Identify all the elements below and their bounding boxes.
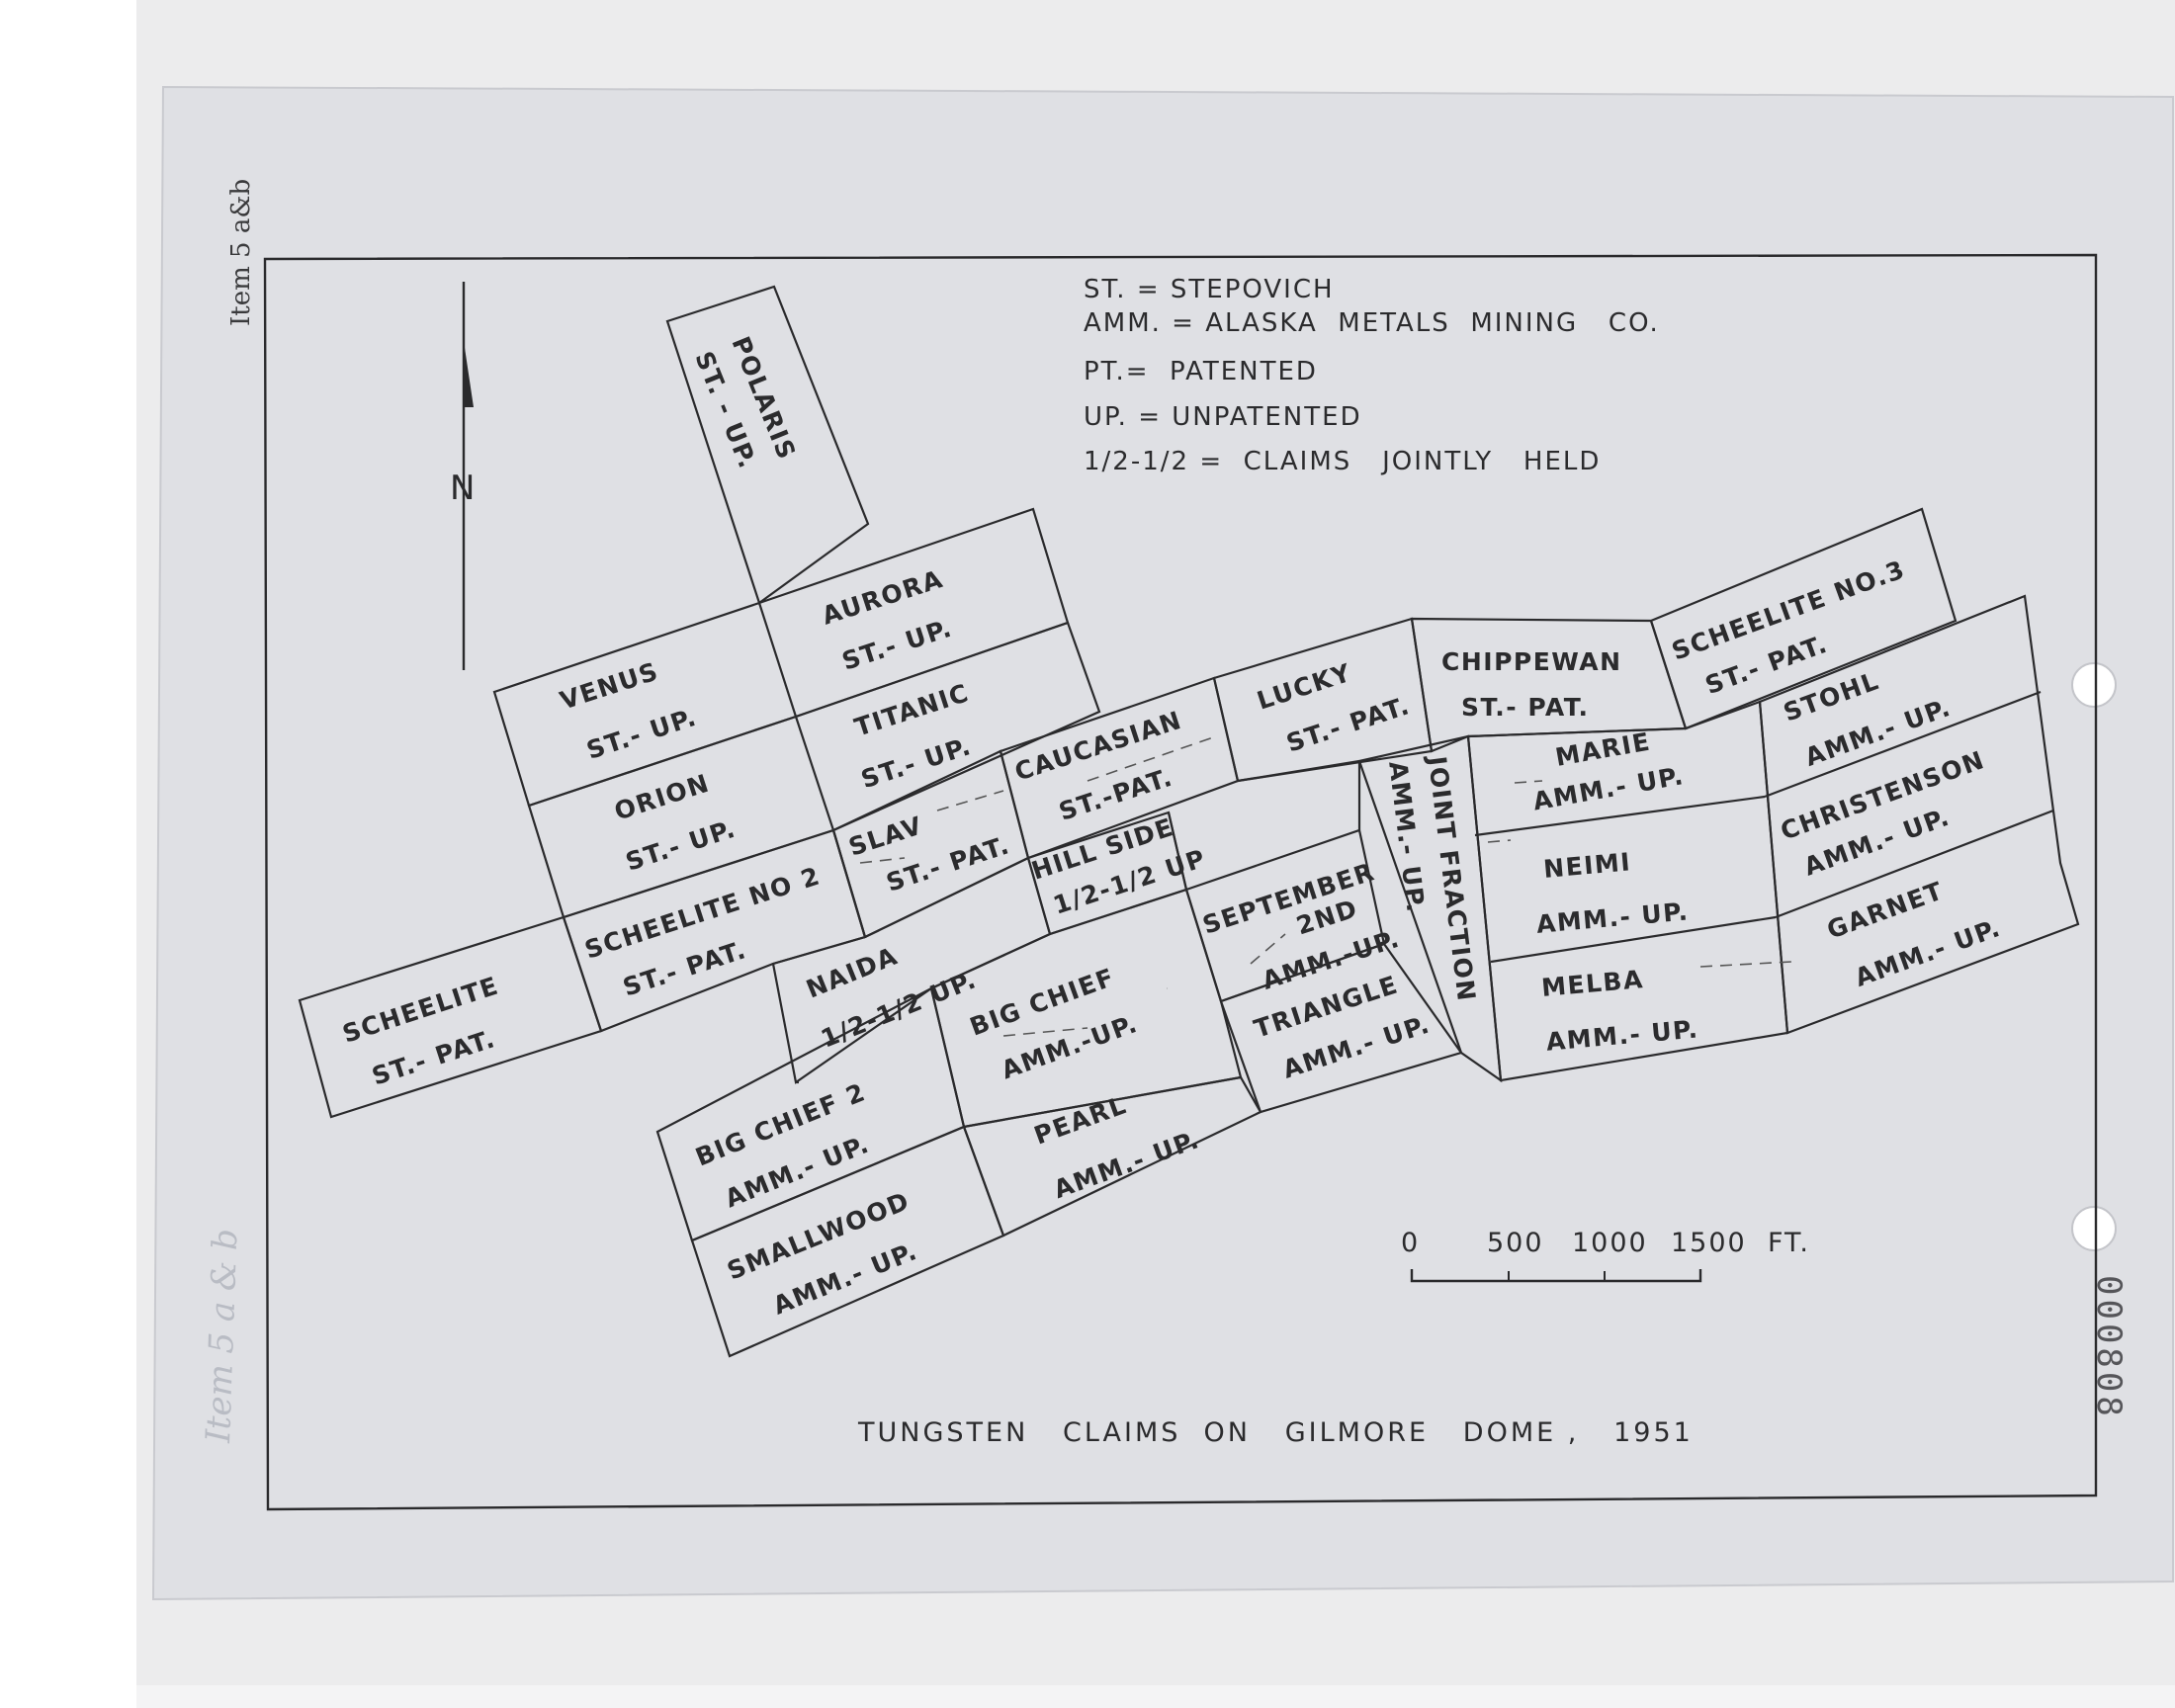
- boundary-divider: [1775, 809, 2054, 919]
- boundary-divider: [794, 716, 835, 831]
- legend: ST. = STEPOVICH AMM. = ALASKA METALS MIN…: [1084, 275, 1660, 476]
- scan-bottom-strip: [136, 1685, 2175, 1708]
- boundary-scheelite: [298, 915, 603, 1119]
- dash-mark: [859, 857, 906, 864]
- boundary-divider: [1490, 915, 1777, 964]
- north-label: N: [450, 469, 475, 508]
- map-frame: [263, 253, 2098, 1511]
- dash-mark: [1514, 780, 1543, 784]
- scale-line: [1410, 1269, 1702, 1283]
- legend-line: PT.= PATENTED: [1084, 357, 1318, 386]
- north-arrow: N: [450, 282, 475, 670]
- dash-mark: [1487, 839, 1512, 843]
- boundary-scheelite-no3: [1649, 507, 1958, 730]
- boundary-divider: [1237, 759, 1360, 783]
- pencil-dash-marks: [859, 735, 1792, 1037]
- scale-unit: FT.: [1768, 1228, 1810, 1258]
- boundary-divider: [1167, 811, 1188, 891]
- boundary-joint-fraction: [1357, 734, 1503, 1083]
- svg-text:CHIPPEWAN: CHIPPEWAN: [1441, 647, 1622, 676]
- boundary-triangle: [1219, 942, 1463, 1114]
- scale-bar: 0 500 1000 1500 FT.: [1401, 1228, 1810, 1283]
- scale-tick-label: 1000: [1572, 1228, 1648, 1258]
- scan-left-margin: [0, 0, 136, 1708]
- paper-sheet: [151, 85, 2174, 1601]
- scale-tick-label: 1500: [1671, 1228, 1747, 1258]
- scale-tick-label: 500: [1487, 1228, 1544, 1258]
- legend-line: 1/2-1/2 = CLAIMS JOINTLY HELD: [1084, 447, 1601, 476]
- stamp-number: 000808: [2089, 1275, 2129, 1420]
- dash-mark: [936, 790, 1004, 811]
- claim-boundaries: [298, 285, 2080, 1358]
- dash-mark: [1699, 961, 1792, 968]
- legend-line: ST. = STEPOVICH: [1084, 275, 1335, 304]
- scale-tick-label: 0: [1401, 1228, 1420, 1258]
- boundary-smallwood: [690, 1125, 1005, 1358]
- punch-hole: [2071, 662, 2117, 708]
- north-arrow-head: [464, 341, 474, 407]
- boundary-divider: [757, 602, 798, 718]
- dash-mark: [1002, 1027, 1088, 1037]
- svg-text:ST.- PAT.: ST.- PAT.: [1461, 693, 1590, 722]
- legend-line: AMM. = ALASKA METALS MINING CO.: [1084, 308, 1660, 338]
- punch-hole: [2071, 1206, 2117, 1251]
- pencil-note: Item 5 a & b: [199, 1228, 246, 1444]
- map-title: TUNGSTEN CLAIMS ON GILMORE DOME , 1951: [857, 1417, 1694, 1448]
- item-label: Item 5 a&b: [226, 179, 256, 326]
- boundary-divider: [1474, 795, 1766, 837]
- dash-mark: [1087, 735, 1217, 782]
- boundary-divider: [1764, 690, 2042, 799]
- boundary-polaris: [665, 285, 870, 605]
- claim-chippewan: CHIPPEWAN ST.- PAT.: [1441, 647, 1622, 722]
- dash-mark: [1250, 933, 1286, 965]
- legend-line: UP. = UNPATENTED: [1084, 402, 1362, 432]
